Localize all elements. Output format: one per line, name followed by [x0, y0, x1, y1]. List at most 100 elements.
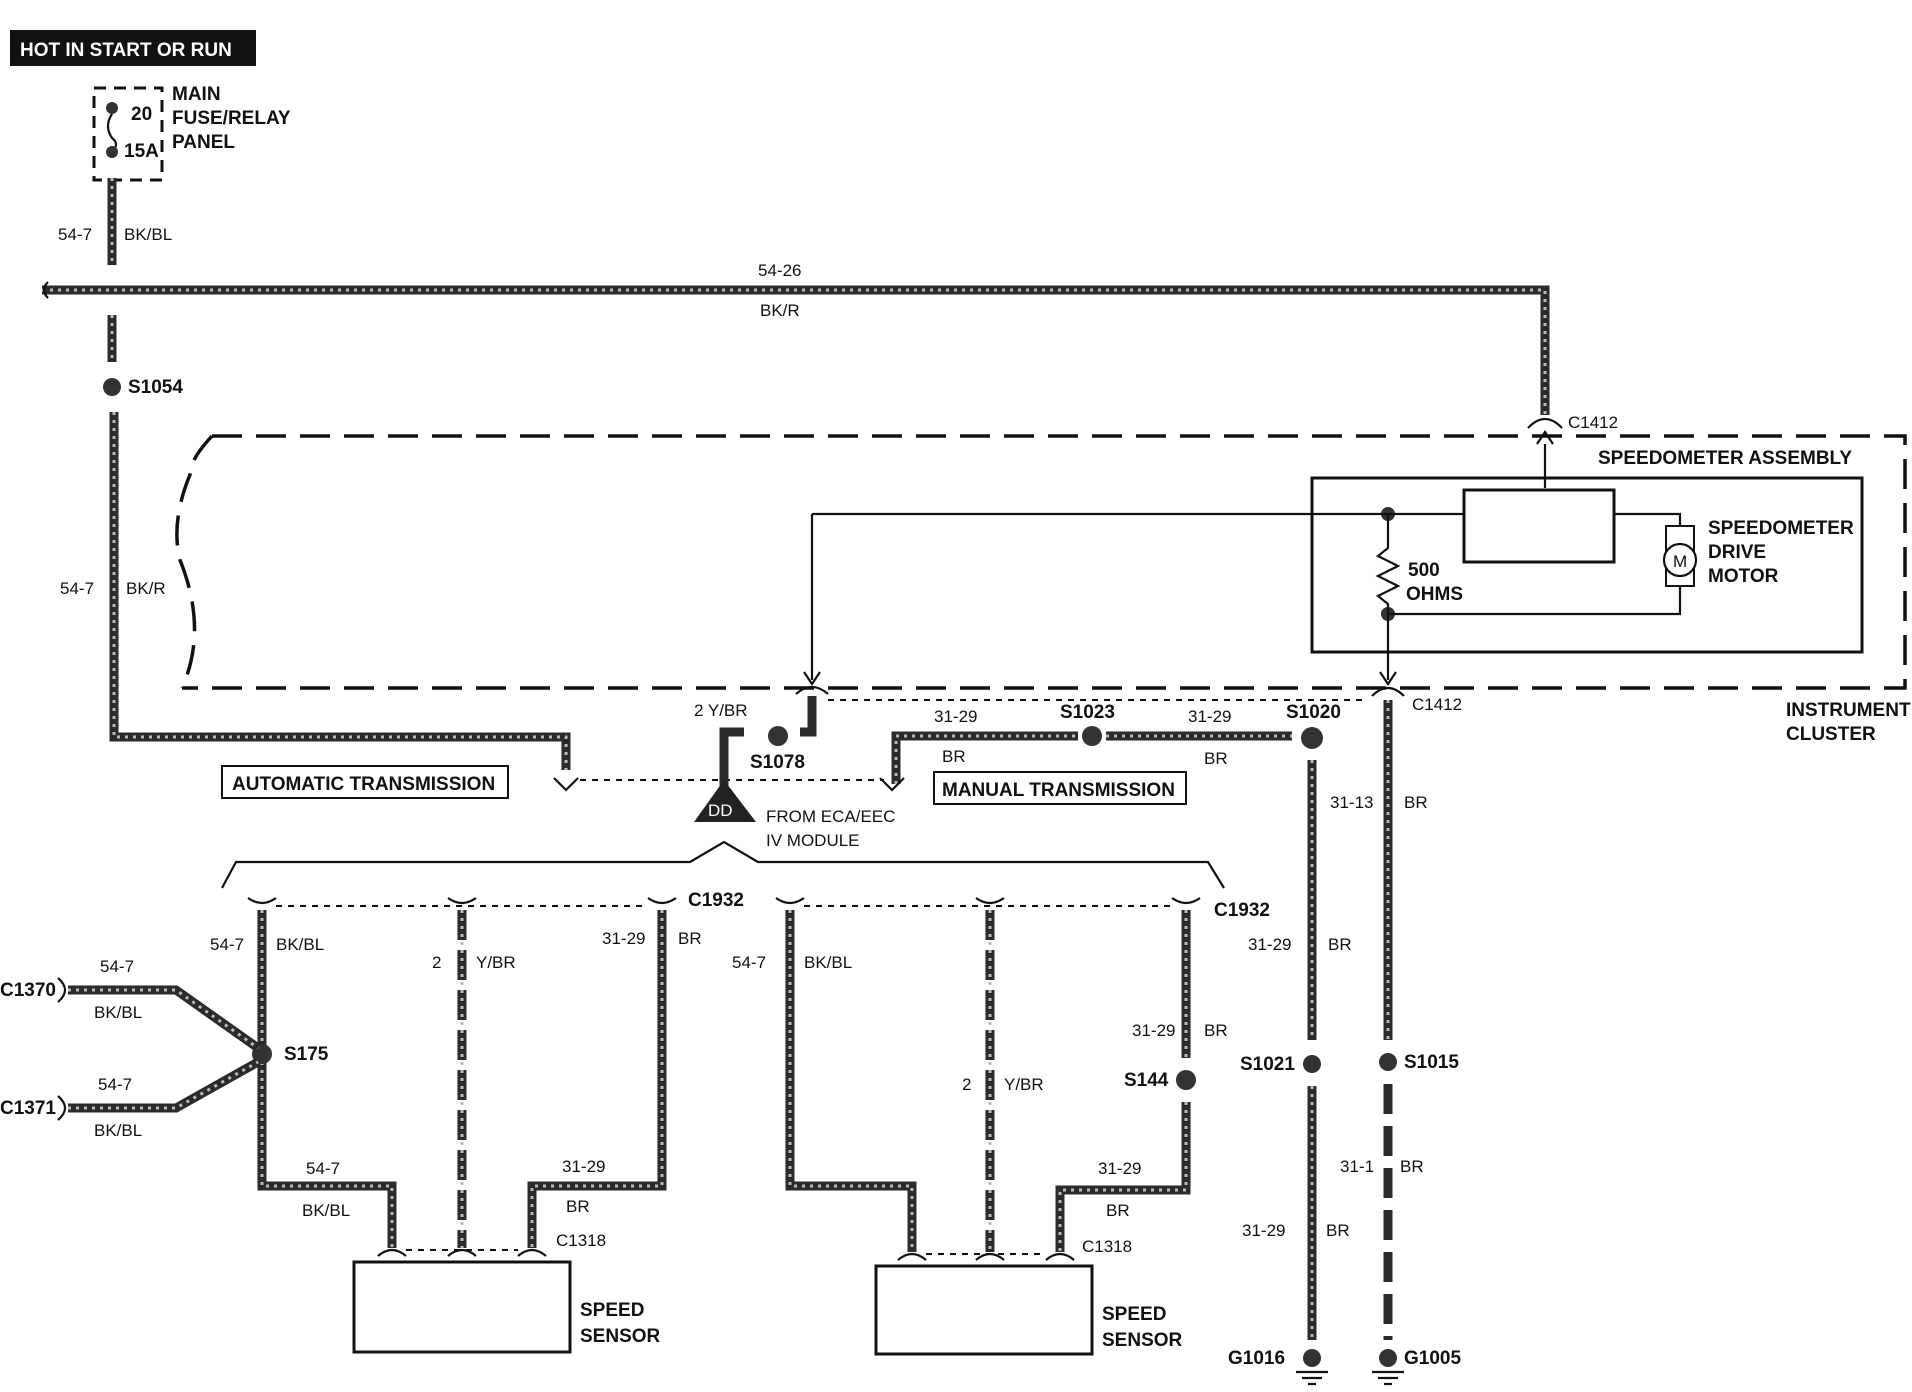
wire-circuit: 54-26	[758, 261, 801, 280]
wire-31-29-right-a: 31-29 BR	[1248, 760, 1352, 1040]
wire-circuit: 31-29	[1248, 935, 1291, 954]
wire-circuit: 31-29	[934, 707, 977, 726]
resistor-label-1: 500	[1408, 560, 1440, 581]
wire-circuit: 31-29	[1242, 1221, 1285, 1240]
wire-circuit: 31-29	[1098, 1159, 1141, 1178]
motor-label-1: SPEEDOMETER	[1708, 518, 1854, 539]
wire-circuit: 31-29	[602, 929, 645, 948]
resistor-label-2: OHMS	[1406, 584, 1463, 605]
wire-color: BR	[1106, 1201, 1130, 1220]
left-speed-sensor-label-1: SPEED	[580, 1300, 644, 1321]
wire-color: BK/R	[126, 579, 166, 598]
wire-circuit: 54-7	[210, 935, 244, 954]
splice-label: S1078	[750, 752, 805, 773]
power-label: HOT IN START OR RUN	[20, 40, 232, 61]
wire-31-29-right-b: 31-29 BR	[1242, 1086, 1350, 1340]
wire-circuit: 31-1	[1340, 1157, 1374, 1176]
wire-color: BR	[1326, 1221, 1350, 1240]
wire-color: Y/BR	[1004, 1075, 1044, 1094]
power-header: HOT IN START OR RUN	[10, 30, 256, 66]
connector-c1932-right: C1932	[1214, 900, 1270, 921]
wire-54-7-mid: 54-7 BK/R	[60, 315, 571, 770]
connector-c1370: C1370	[0, 980, 56, 1001]
wire-circuit: 54-7	[732, 953, 766, 972]
automatic-transmission-label: AUTOMATIC TRANSMISSION	[221, 765, 509, 799]
splice-s1054: S1054	[103, 377, 183, 398]
connector-label: C1412	[1412, 695, 1462, 714]
splice-label: S1023	[1060, 702, 1115, 723]
fuse-panel-label-2: FUSE/RELAY	[172, 108, 291, 129]
splice-s1078: S1078	[750, 726, 805, 773]
splice-label: S1054	[128, 377, 183, 398]
left-sensor-group: C1932 54-7 BK/BL 2 Y/BR 31-29 BR S175 C1…	[0, 890, 744, 1354]
wire-color: Y/BR	[476, 953, 516, 972]
wire-color: BK/R	[760, 301, 800, 320]
manual-transmission-label: MANUAL TRANSMISSION	[933, 771, 1187, 805]
wire-circuit: 31-29	[1132, 1021, 1175, 1040]
fuse-panel-label-3: PANEL	[172, 132, 235, 153]
ground-label: G1016	[1228, 1348, 1285, 1369]
automatic-transmission-text: AUTOMATIC TRANSMISSION	[232, 774, 495, 795]
motor-label-3: MOTOR	[1708, 566, 1779, 587]
right-speed-sensor-label-2: SENSOR	[1102, 1330, 1183, 1351]
splice-s1015: S1015	[1379, 1052, 1459, 1073]
signal-line	[795, 514, 1368, 737]
right-sensor-group: C1932 54-7 BK/BL 2 Y/BR 31-29 BR S144 31…	[732, 897, 1270, 1356]
wire-color: BR	[1400, 1157, 1424, 1176]
wire-circuit: 54-7	[100, 957, 134, 976]
connector-c1932-left: C1932	[688, 890, 744, 911]
ground-label: G1005	[1404, 1348, 1461, 1369]
wire-54-26: 54-26 BK/R	[42, 261, 1550, 415]
wire-color: BR	[1328, 935, 1352, 954]
wire-circuit: 31-29	[1188, 707, 1231, 726]
wire-circuit: 2	[432, 953, 441, 972]
motor-label-2: DRIVE	[1708, 542, 1766, 563]
manual-transmission-text: MANUAL TRANSMISSION	[942, 780, 1175, 801]
wire-54-7-top: 54-7 BK/BL	[58, 178, 172, 265]
wire-color: BK/BL	[94, 1121, 142, 1140]
left-speed-sensor-label-2: SENSOR	[580, 1326, 661, 1347]
splice-s1023: S1023	[1060, 702, 1115, 746]
wire-color: BR	[1204, 1021, 1228, 1040]
ground-g1016: G1016	[1228, 1348, 1328, 1386]
speedometer-assembly: SPEEDOMETER ASSEMBLY M 500 OHMS SPEEDOME…	[812, 448, 1864, 680]
connector-c1371: C1371	[0, 1098, 56, 1119]
wire-color: BK/BL	[276, 935, 324, 954]
splice-label: S1020	[1286, 702, 1341, 723]
motor-icon: M	[1673, 552, 1687, 571]
wire-color: BR	[942, 747, 966, 766]
splice-s1020: S1020	[1286, 702, 1341, 749]
sensor-brace	[221, 840, 1225, 889]
wire-circuit: 54-7	[60, 579, 94, 598]
auto-trans-terminal	[553, 777, 905, 792]
wire-31-29-manual-b: 31-29 BR	[1106, 707, 1292, 768]
wire-color: BR	[1404, 793, 1428, 812]
fuse-rating-bottom: 15A	[124, 141, 159, 162]
module-symbol: DD	[708, 801, 733, 820]
splice-s1021: S1021	[1240, 1054, 1321, 1075]
wire-circuit: 2	[962, 1075, 971, 1094]
wire-circuit: 54-7	[98, 1075, 132, 1094]
wire-color: BR	[678, 929, 702, 948]
wire-color: BR	[566, 1197, 590, 1216]
wire-label: 2 Y/BR	[694, 701, 748, 720]
eca-eec-module: DD FROM ECA/EEC IV MODULE	[694, 780, 895, 850]
wire-color: BK/BL	[124, 225, 172, 244]
fuse-panel: 20 15A MAIN FUSE/RELAY PANEL	[92, 84, 291, 182]
module-label-1: FROM ECA/EEC	[766, 807, 895, 826]
fuse-rating-top: 20	[131, 104, 152, 125]
speedometer-assembly-label: SPEEDOMETER ASSEMBLY	[1598, 448, 1852, 469]
fuse-panel-label-1: MAIN	[172, 84, 221, 105]
splice-label: S1021	[1240, 1054, 1295, 1075]
wire-color: BK/BL	[804, 953, 852, 972]
splice-s175: S175	[284, 1044, 329, 1065]
wire-color: BK/BL	[302, 1201, 350, 1220]
splice-label: S1015	[1404, 1052, 1459, 1073]
splice-s144: S144	[1124, 1070, 1169, 1091]
right-speed-sensor-label-1: SPEED	[1102, 1304, 1166, 1325]
wire-31-29-manual-a: 31-29 BR	[891, 707, 1078, 784]
connector-c1318-right: C1318	[1082, 1237, 1132, 1256]
wire-color: BR	[1204, 749, 1228, 768]
wire-circuit: 54-7	[306, 1159, 340, 1178]
